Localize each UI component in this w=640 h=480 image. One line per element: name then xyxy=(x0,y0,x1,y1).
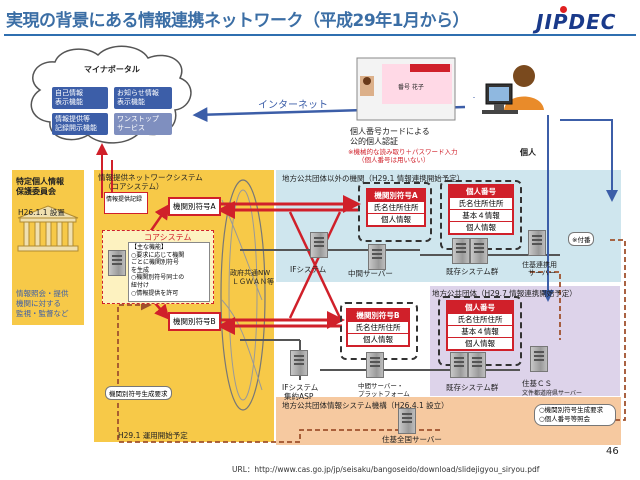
person-label: 個人 xyxy=(520,148,536,157)
core-record-box: 情報提供記録 xyxy=(104,192,148,214)
core-sub-title: コアシステム xyxy=(144,233,192,242)
network-ellipse xyxy=(220,179,266,411)
national-number-row-1: 氏名住所住所 xyxy=(450,197,512,209)
portal-title: マイナポータル xyxy=(84,65,140,74)
core-func-6: ○情報提供を許可 xyxy=(131,289,179,297)
core-server-icon xyxy=(108,250,126,276)
national-title: 地方公共団体以外の機関（H29.1 情報連携開始予定） xyxy=(282,174,465,183)
code-b-tag: 機関別符号B xyxy=(168,312,221,331)
core-func-5: 紐付け xyxy=(131,281,150,289)
national-number-header: 個人番号 xyxy=(450,186,512,197)
local-if-system-1: IFシステム xyxy=(282,383,319,392)
national-code-row-1: 氏名住所住所 xyxy=(368,201,424,213)
commission-desc-3: 監視・監督など xyxy=(16,309,69,318)
network-label-1: 政府共通NW xyxy=(230,269,271,277)
local-middle-1: 中間サーバー・ xyxy=(358,382,404,390)
commission-title-1: 特定個人情報 xyxy=(16,177,64,186)
local-existing-icon-2 xyxy=(468,352,486,378)
commission-established: H26.1.1 設置 xyxy=(18,208,65,217)
jlis-server: 住基全国サーバー xyxy=(382,435,442,444)
local-middle-server-icon xyxy=(366,352,384,378)
local-title: 地方公共団体（H29.7 情報連携開始予定） xyxy=(432,289,577,298)
auth-line1: 個人番号カードによる xyxy=(350,127,430,136)
national-linked-1: 住基連携用 xyxy=(522,261,557,269)
national-if-server-icon xyxy=(310,232,328,258)
local-number-box: 個人番号 氏名住所住所 基本４情報 個人情報 xyxy=(446,300,514,351)
national-existing-icon-2 xyxy=(470,238,488,264)
card-name: 番号 花子 xyxy=(398,84,424,91)
local-cs-server-icon xyxy=(530,346,548,372)
jlis-request-1: ○機関別符号生成要求 xyxy=(539,406,604,414)
national-existing: 既存システム群 xyxy=(446,267,499,276)
core-title-1: 情報提供ネットワークシステム xyxy=(98,173,203,182)
local-code-row-2: 個人情報 xyxy=(348,333,408,345)
national-code-frame xyxy=(358,182,432,242)
national-number-box: 個人番号 氏名住所住所 基本４情報 個人情報 xyxy=(448,184,514,235)
core-func-3: を生成 xyxy=(131,266,150,274)
local-number-row-1: 氏名住所住所 xyxy=(448,313,512,325)
local-middle-2: プラットフォーム xyxy=(358,390,410,398)
local-number-row-3: 個人情報 xyxy=(448,337,512,349)
title-divider xyxy=(4,34,636,36)
core-func-2: ごとに機関別符号 xyxy=(131,259,180,267)
local-prefecture: 文件都道府県サーバー xyxy=(522,390,582,397)
jlis-request-2: ○個人番号等照会 xyxy=(539,415,591,423)
local-existing: 既存システム群 xyxy=(446,383,499,392)
commission-desc-1: 情報照会・提供 xyxy=(16,289,69,298)
jipdec-logo: JIPDEC xyxy=(536,10,617,34)
jlis-title: 地方公共団体情報システム機構（H26.4.1 設立） xyxy=(282,401,449,410)
local-number-row-2: 基本４情報 xyxy=(448,325,512,337)
core-start: H29.1 運用開始予定 xyxy=(118,431,188,440)
code-a-tag: 機関別符号A xyxy=(168,197,221,216)
core-functions: 【主な機能】 ○要求に応じて機関 ごとに機関別符号 を生成 ○機関別符号同士の … xyxy=(128,242,210,302)
network-label-2: ＬＧＷＡＮ等 xyxy=(232,278,274,286)
portal-tile-self-info[interactable]: 自己情報 表示機能 xyxy=(52,87,108,109)
attach-callout: ※付番 xyxy=(568,232,595,246)
local-if-server-icon xyxy=(290,350,308,376)
page-number: 46 xyxy=(606,446,619,457)
national-existing-icon-1 xyxy=(452,238,470,264)
auth-line2: 公的個人認証 xyxy=(350,137,398,146)
core-title-2: （コアシステム） xyxy=(104,182,164,191)
code-request-callout: 機関別符号生成要求 xyxy=(105,386,172,400)
national-middle-server-icon xyxy=(368,244,386,270)
commission-title-2: 保護委員会 xyxy=(16,187,56,196)
core-func-4: ○機関別符号同士の xyxy=(131,274,185,282)
source-url[interactable]: URL：http://www.cas.go.jp/jp/seisaku/bang… xyxy=(232,465,540,474)
local-existing-icon-1 xyxy=(450,352,468,378)
jlis-request-callout: ○機関別符号生成要求 ○個人番号等照会 xyxy=(534,404,616,426)
national-code-box: 機関別符号A 氏名住所住所 個人情報 xyxy=(366,188,426,227)
local-cs: 住基ＣＳ xyxy=(522,379,552,388)
national-code-header: 機関別符号A xyxy=(368,190,424,201)
logo-dot xyxy=(560,6,567,13)
internet-label: インターネット xyxy=(258,100,328,111)
core-func-1: ○要求に応じて機関 xyxy=(131,251,185,259)
national-linked-server-icon xyxy=(528,230,546,256)
national-code-row-2: 個人情報 xyxy=(368,213,424,225)
local-if-system-2: 集約ASP xyxy=(284,392,314,401)
portal-tile-records[interactable]: 情報提供等 記録開示機能 xyxy=(52,113,108,135)
portal-tile-notice[interactable]: お知らせ情報 表示機能 xyxy=(114,87,172,109)
commission-desc-2: 機関に対する xyxy=(16,299,61,308)
local-number-header: 個人番号 xyxy=(448,302,512,313)
national-middle-server: 中間サーバー xyxy=(348,269,393,278)
national-linked-2: サーバー xyxy=(528,269,556,277)
auth-note1: ※機械的な読み取り＋パスワード入力 xyxy=(348,148,458,156)
core-record-label: 情報提供記録 xyxy=(106,196,143,203)
core-func-0: 【主な機能】 xyxy=(131,244,168,251)
page-title: 実現の背景にある情報連携ネットワーク（平成29年1月から） xyxy=(6,11,470,31)
national-number-row-2: 基本４情報 xyxy=(450,209,512,221)
national-if-system: IFシステム xyxy=(290,265,327,274)
jlis-server-icon xyxy=(398,408,416,434)
national-number-row-3: 個人情報 xyxy=(450,221,512,233)
local-code-header: 機関別符号B xyxy=(348,310,408,321)
auth-note2: （個人番号は用いない） xyxy=(358,156,430,164)
local-code-box: 機関別符号B 氏名住所住所 個人情報 xyxy=(346,308,410,347)
portal-tile-onestop[interactable]: ワンストップ サービス xyxy=(114,113,172,135)
local-code-row-1: 氏名住所住所 xyxy=(348,321,408,333)
